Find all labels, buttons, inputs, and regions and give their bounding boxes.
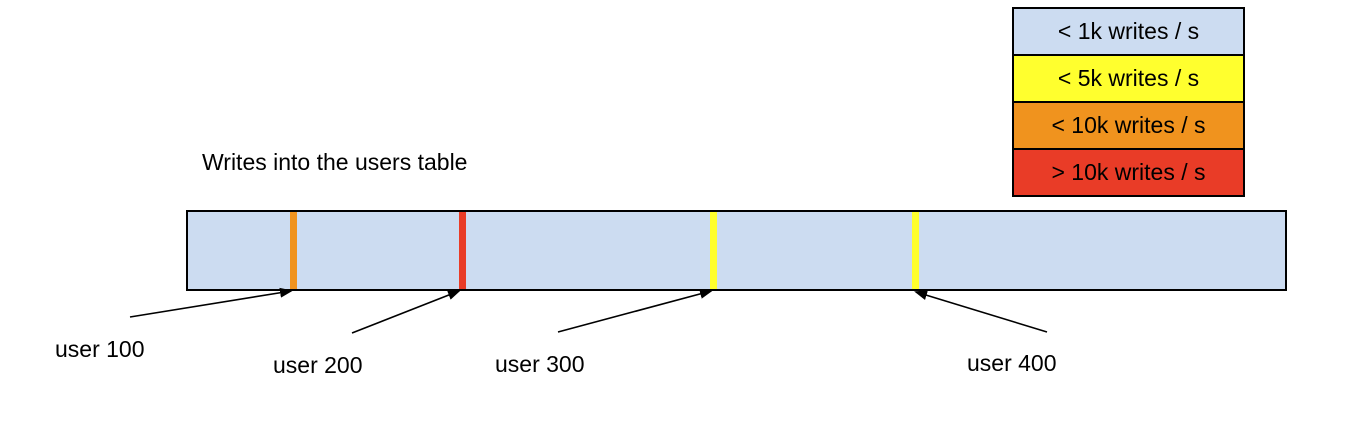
- arrow-line: [914, 290, 1048, 333]
- arrow-line: [129, 287, 293, 318]
- write-hotspot-stripe: [911, 212, 919, 289]
- arrow-line: [557, 289, 713, 333]
- legend-item: > 10k writes / s: [1014, 150, 1243, 195]
- user-label: user 200: [273, 352, 363, 378]
- legend-item-label: < 1k writes / s: [1057, 18, 1200, 44]
- legend-item: < 10k writes / s: [1014, 103, 1243, 150]
- legend-item-label: > 10k writes / s: [1051, 159, 1206, 185]
- user-label: user 300: [495, 351, 585, 377]
- write-hotspot-stripe: [289, 212, 297, 289]
- legend-item: < 5k writes / s: [1014, 56, 1243, 103]
- legend-item-label: < 5k writes / s: [1057, 65, 1200, 91]
- write-hotspot-stripe: [709, 212, 717, 289]
- user-label: user 400: [967, 350, 1057, 376]
- legend-item: < 1k writes / s: [1014, 9, 1243, 56]
- legend: < 1k writes / s < 5k writes / s < 10k writ…: [1012, 7, 1245, 197]
- legend-item-label: < 10k writes / s: [1051, 112, 1206, 138]
- arrow-line: [351, 290, 461, 334]
- write-hotspot-stripe: [458, 212, 466, 289]
- diagram-title: Writes into the users table: [202, 149, 468, 175]
- user-label: user 100: [55, 336, 145, 362]
- users-table-bar: [186, 210, 1287, 291]
